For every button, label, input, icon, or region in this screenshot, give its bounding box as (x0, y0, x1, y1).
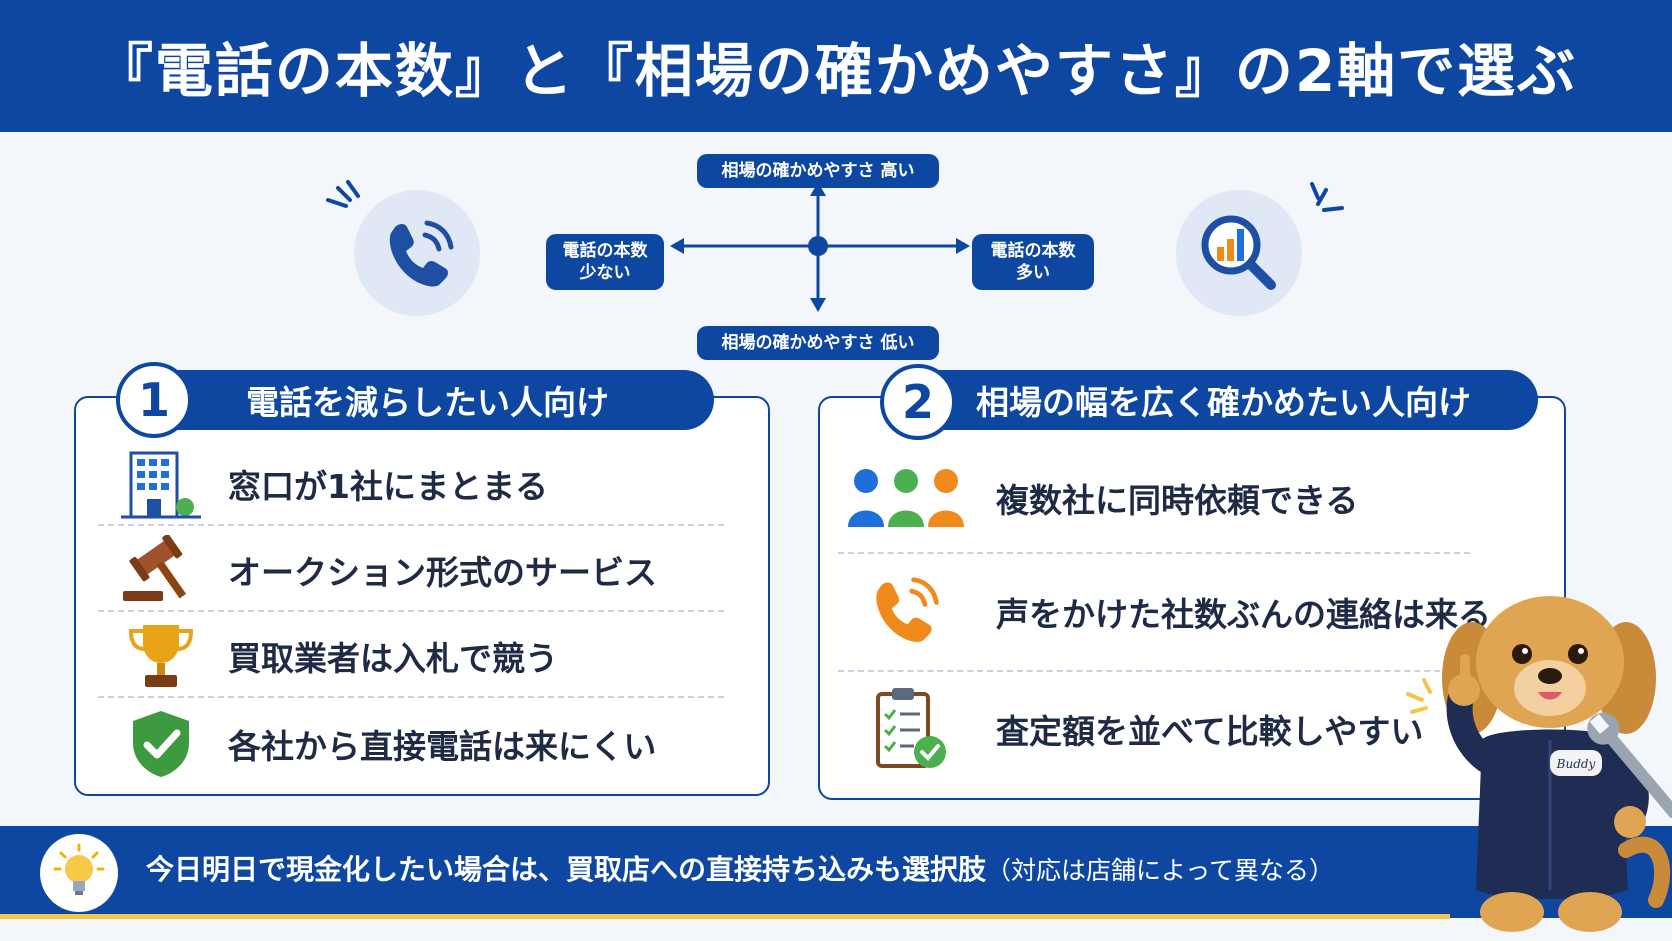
axis-label-right-line1: 電話の本数 (990, 240, 1076, 261)
list-item: 声をかけた社数ぶんの連絡は来る (846, 576, 1491, 648)
phone-ringing-icon (876, 577, 939, 642)
magnifier-chart-icon (1201, 215, 1276, 290)
card1-number: 1 (137, 373, 170, 427)
axis-diagram: 相場の確かめやすさ 高い 相場の確かめやすさ 低い 電話の本数 少ない 電話の本… (0, 132, 1672, 362)
clipboard-check-icon (876, 688, 946, 768)
list-item-text: 窓口が1社にまとまる (228, 467, 548, 506)
lightbulb-icon (53, 843, 105, 895)
axis-label-left: 電話の本数 少ない (546, 234, 664, 290)
lightbulb-circle (40, 834, 118, 912)
mascot-badge: Buddy (1556, 757, 1596, 771)
mascot-sparks-icon (1406, 678, 1432, 714)
axis-label-top: 相場の確かめやすさ 高い (697, 154, 939, 188)
footer-message: 今日明日で現金化したい場合は、買取店への直接持ち込みも選択肢（対応は店舗によって… (146, 848, 1334, 888)
trophy-icon (128, 625, 194, 687)
header-banner: 『電話の本数』と『相場の確かめやすさ』の2軸で選ぶ (0, 0, 1672, 132)
axis-label-bottom-text: 相場の確かめやすさ 低い (721, 332, 915, 353)
list-item-text: 複数社に同時依頼できる (996, 481, 1359, 520)
phone-sparks-icon (326, 180, 360, 208)
divider (98, 524, 724, 526)
card2-header: 相場の幅を広く確かめたい人向け (892, 370, 1538, 430)
page-title: 『電話の本数』と『相場の確かめやすさ』の2軸で選ぶ (94, 37, 1578, 105)
magnifier-circle (1176, 190, 1302, 316)
list-item: 窓口が1社にまとまる (116, 448, 548, 520)
divider (98, 610, 724, 612)
dog-mascot-illustration: Buddy (1442, 596, 1672, 932)
list-item-text: 査定額を並べて比較しやすい (996, 712, 1424, 751)
footer-banner (0, 826, 1672, 918)
axis-label-right-line2: 多い (1016, 263, 1050, 283)
gavel-icon (123, 535, 187, 601)
divider (838, 670, 1470, 672)
office-building-icon (121, 451, 201, 519)
list-item-text: 声をかけた社数ぶんの連絡は来る (996, 595, 1491, 634)
list-item: 買取業者は入札で競う (116, 620, 558, 692)
footer-note-text: （対応は店舗によって異なる） (986, 856, 1335, 885)
list-item-text: 各社から直接電話は来にくい (228, 727, 657, 766)
card-reduce-calls (74, 396, 770, 796)
list-item: 複数社に同時依頼できる (846, 462, 1358, 534)
list-item-text: オークション形式のサービス (228, 553, 657, 592)
axis-label-top-text: 相場の確かめやすさ 高い (721, 160, 915, 181)
axis-label-left-line1: 電話の本数 (562, 240, 648, 261)
card1-title: 電話を減らしたい人向け (246, 383, 609, 422)
list-item-text: 買取業者は入札で競う (228, 639, 558, 678)
phone-circle (354, 190, 480, 316)
people-group-icon (848, 469, 964, 527)
list-item: オークション形式のサービス (116, 534, 657, 606)
axis-label-left-line2: 少ない (579, 263, 631, 283)
card1-header: 電話を減らしたい人向け (140, 370, 714, 430)
footer-main-text: 今日明日で現金化したい場合は、買取店への直接持ち込みも選択肢 (146, 853, 987, 886)
magnifier-sparks-icon (1310, 182, 1344, 212)
card2-title: 相場の幅を広く確かめたい人向け (976, 383, 1471, 422)
card2-number: 2 (901, 375, 934, 429)
list-item: 各社から直接電話は来にくい (116, 708, 656, 780)
card-compare-prices (818, 396, 1566, 800)
footer-accent-line (0, 914, 1450, 919)
axis-label-right: 電話の本数 多い (972, 234, 1094, 290)
axis-label-bottom: 相場の確かめやすさ 低い (697, 326, 939, 360)
phone-icon (389, 220, 454, 287)
card1-number-badge: 1 (116, 362, 192, 438)
divider (98, 696, 724, 698)
card2-number-badge: 2 (880, 364, 956, 440)
shield-check-icon (133, 711, 189, 777)
divider (838, 552, 1470, 554)
list-item: 査定額を並べて比較しやすい (846, 686, 1423, 772)
axis-arrows (670, 182, 970, 312)
